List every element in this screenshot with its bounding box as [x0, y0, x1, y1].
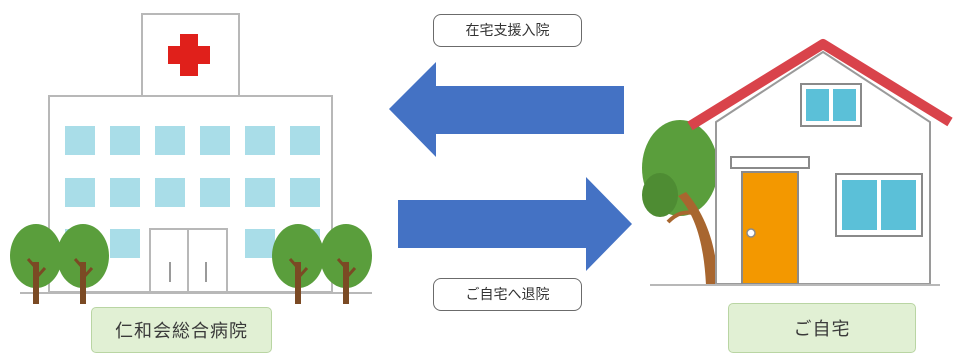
discharge-label: ご自宅へ退院 [433, 278, 582, 311]
arrow-right-icon [398, 177, 632, 271]
roof [687, 39, 953, 131]
house-icon [650, 39, 953, 286]
tree-icon [272, 224, 324, 304]
admission-label: 在宅支援入院 [433, 14, 582, 47]
hospital-name-label: 仁和会総合病院 [91, 307, 272, 353]
street-tree-icon [642, 120, 718, 285]
door [741, 171, 799, 285]
tree-icon [10, 224, 62, 304]
tree-icon [320, 224, 372, 304]
home-name-label: ご自宅 [728, 303, 916, 353]
tree-icon [57, 224, 109, 304]
arrow-left-icon [389, 62, 624, 157]
